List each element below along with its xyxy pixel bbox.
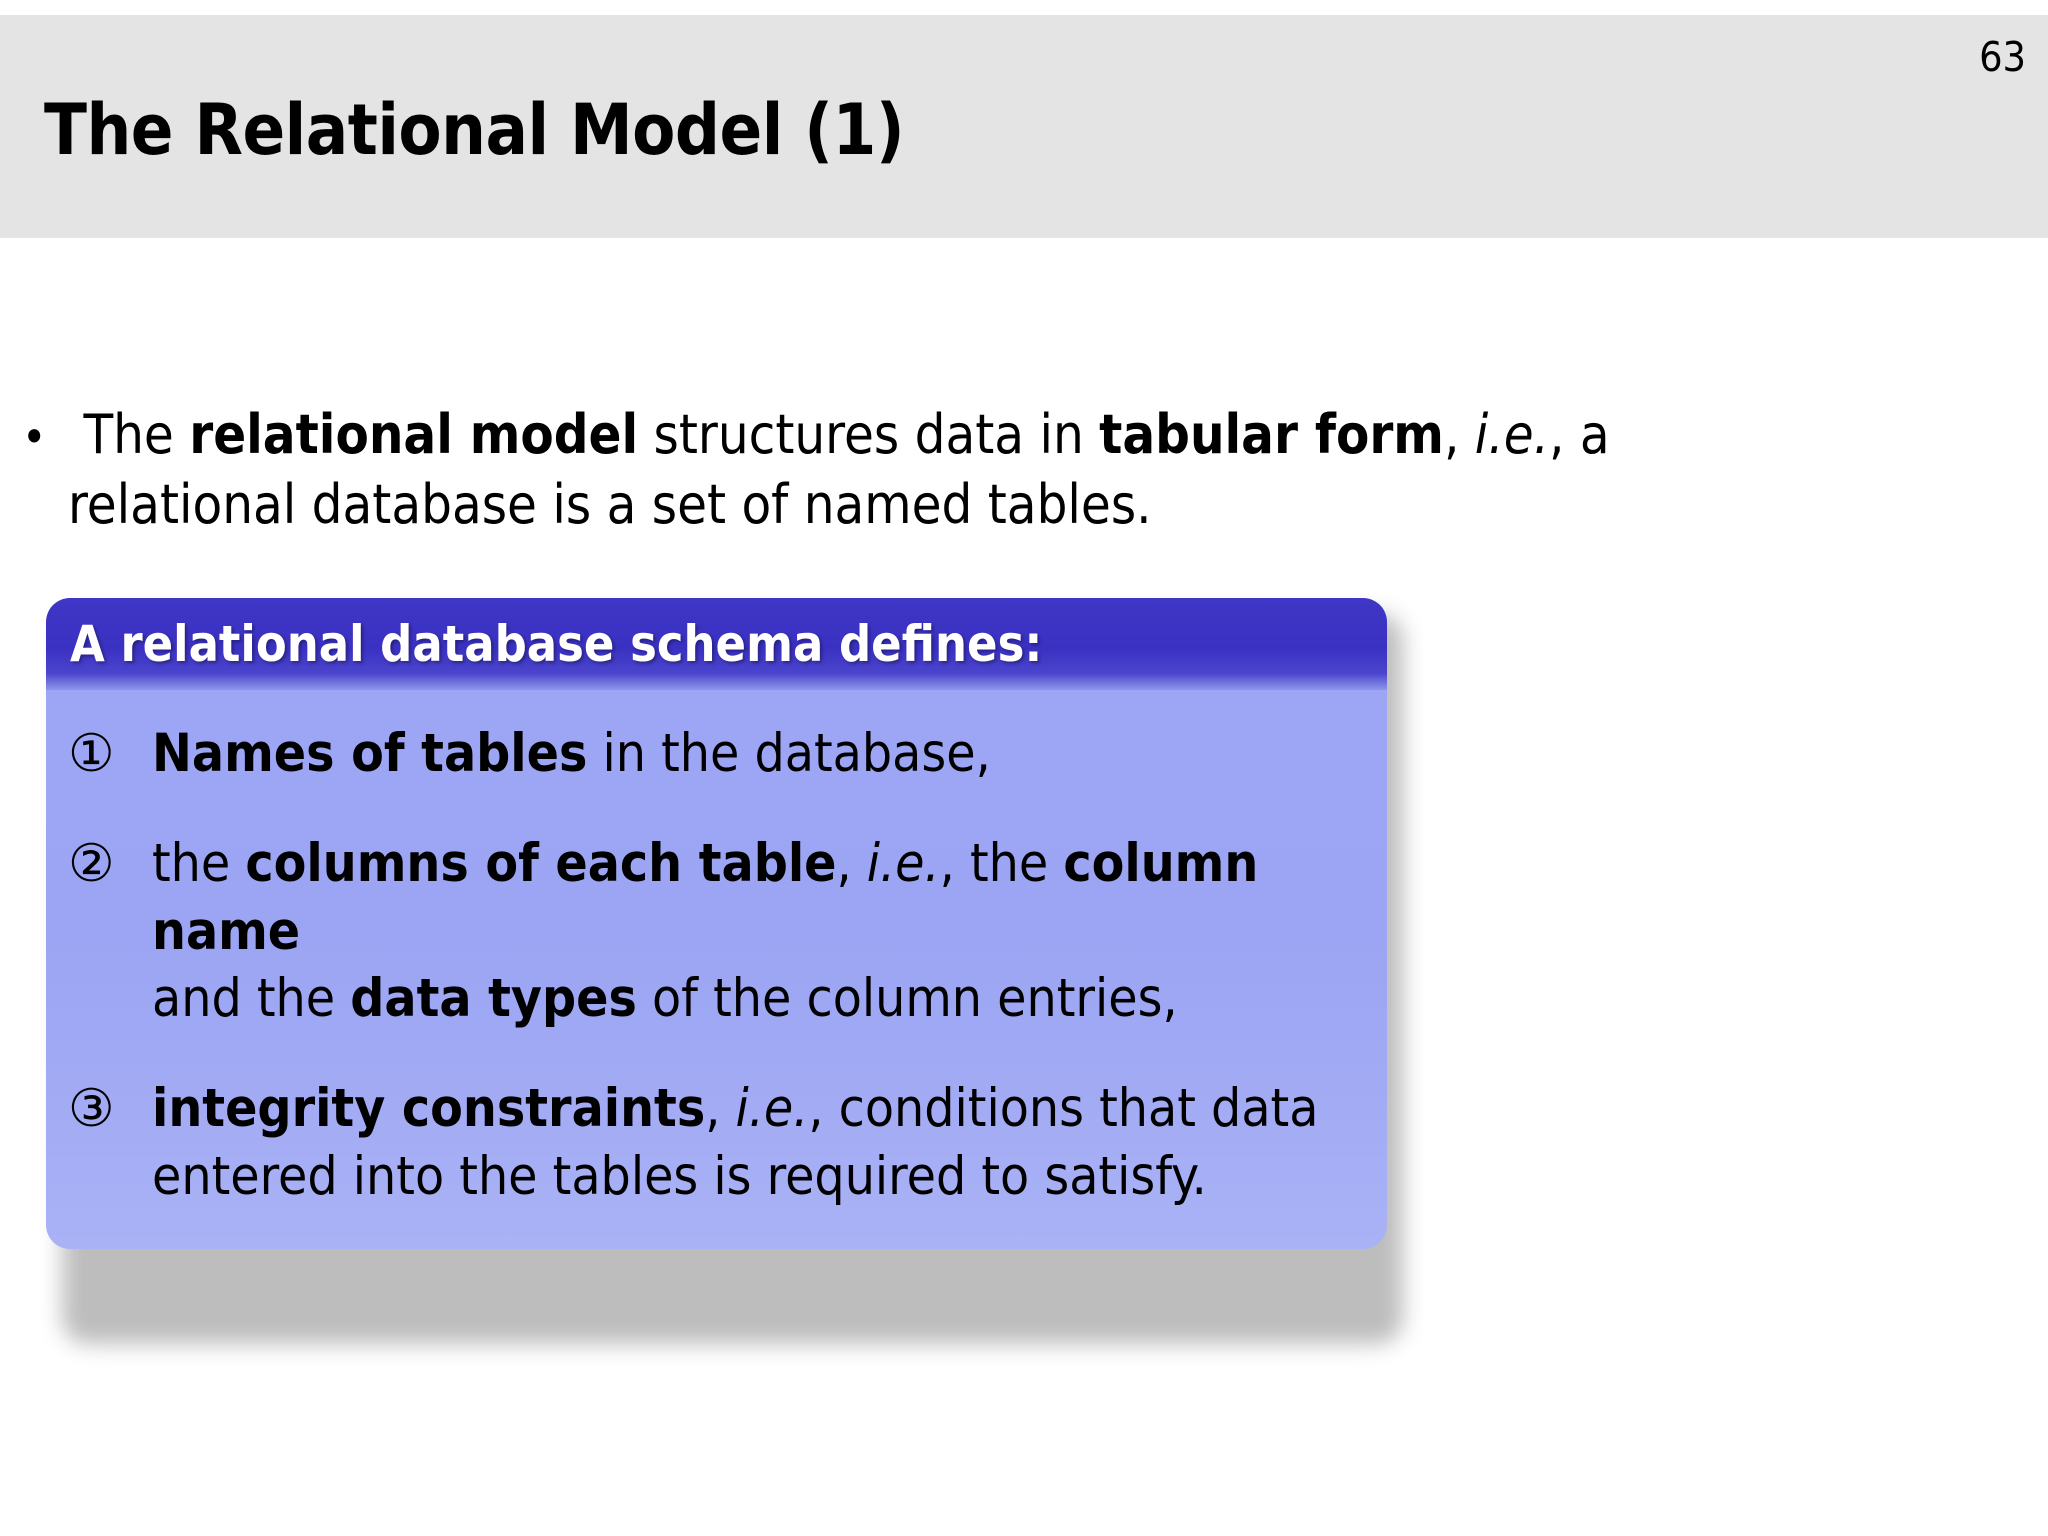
text-run: tabular form: [1099, 403, 1444, 466]
text-run: , conditions that data: [808, 1078, 1319, 1140]
list-item-text: the columns of each table, i.e., the col…: [152, 830, 1359, 1033]
text-run: in the database,: [587, 723, 991, 784]
list-item: ② the columns of each table, i.e., the c…: [68, 830, 1359, 1033]
circled-number-1-icon: ①: [68, 724, 115, 784]
page-title: The Relational Model (1): [44, 89, 905, 171]
text-run: ,: [705, 1078, 736, 1140]
text-run: structures data in: [638, 403, 1100, 466]
text-run: entered into the tables is required to s…: [152, 1146, 1207, 1208]
text-run: the: [152, 832, 246, 894]
text-run: column name: [152, 832, 1259, 962]
text-run: and the: [152, 968, 351, 1030]
text-run: data types: [350, 968, 637, 1030]
list-item-text: integrity constraints, i.e., conditions …: [152, 1075, 1318, 1211]
callout-header: A relational database schema defines:: [46, 598, 1387, 690]
definition-callout-box: A relational database schema defines: ① …: [46, 598, 1403, 1344]
callout-body: ① Names of tables in the database, ② the…: [46, 690, 1387, 1249]
text-run: ,: [836, 832, 867, 894]
text-run: , the: [939, 832, 1064, 894]
callout-header-label: A relational database schema defines:: [70, 615, 1043, 673]
lead-bullet-line-1: The relational model structures data in …: [83, 403, 1609, 466]
text-run: i.e.: [735, 1078, 809, 1140]
text-run: i.e.: [866, 832, 940, 894]
text-run: Names of tables: [152, 723, 588, 784]
list-item: ① Names of tables in the database,: [68, 720, 1359, 788]
text-run: , a: [1549, 403, 1610, 466]
text-run: columns of each table: [245, 832, 837, 894]
lead-bullet-line-2: relational database is a set of named ta…: [68, 473, 1152, 536]
text-run: The: [83, 403, 190, 466]
text-run: of the column entries,: [636, 968, 1178, 1030]
text-run: ,: [1443, 403, 1475, 466]
list-item-text: Names of tables in the database,: [152, 720, 991, 788]
circled-number-2-icon: ②: [68, 833, 115, 894]
page-number: 63: [1979, 33, 2026, 81]
circled-number-3-icon: ③: [68, 1079, 115, 1140]
bullet-dot-icon: •: [22, 410, 47, 464]
text-run: integrity constraints: [152, 1078, 706, 1140]
list-item: ③ integrity constraints, i.e., condition…: [68, 1075, 1359, 1211]
text-run: i.e.: [1474, 403, 1550, 466]
lead-bullet: • The relational model structures data i…: [22, 400, 2032, 470]
slide-header-bar: 63 The Relational Model (1): [0, 15, 2048, 238]
text-run: relational model: [189, 403, 639, 466]
